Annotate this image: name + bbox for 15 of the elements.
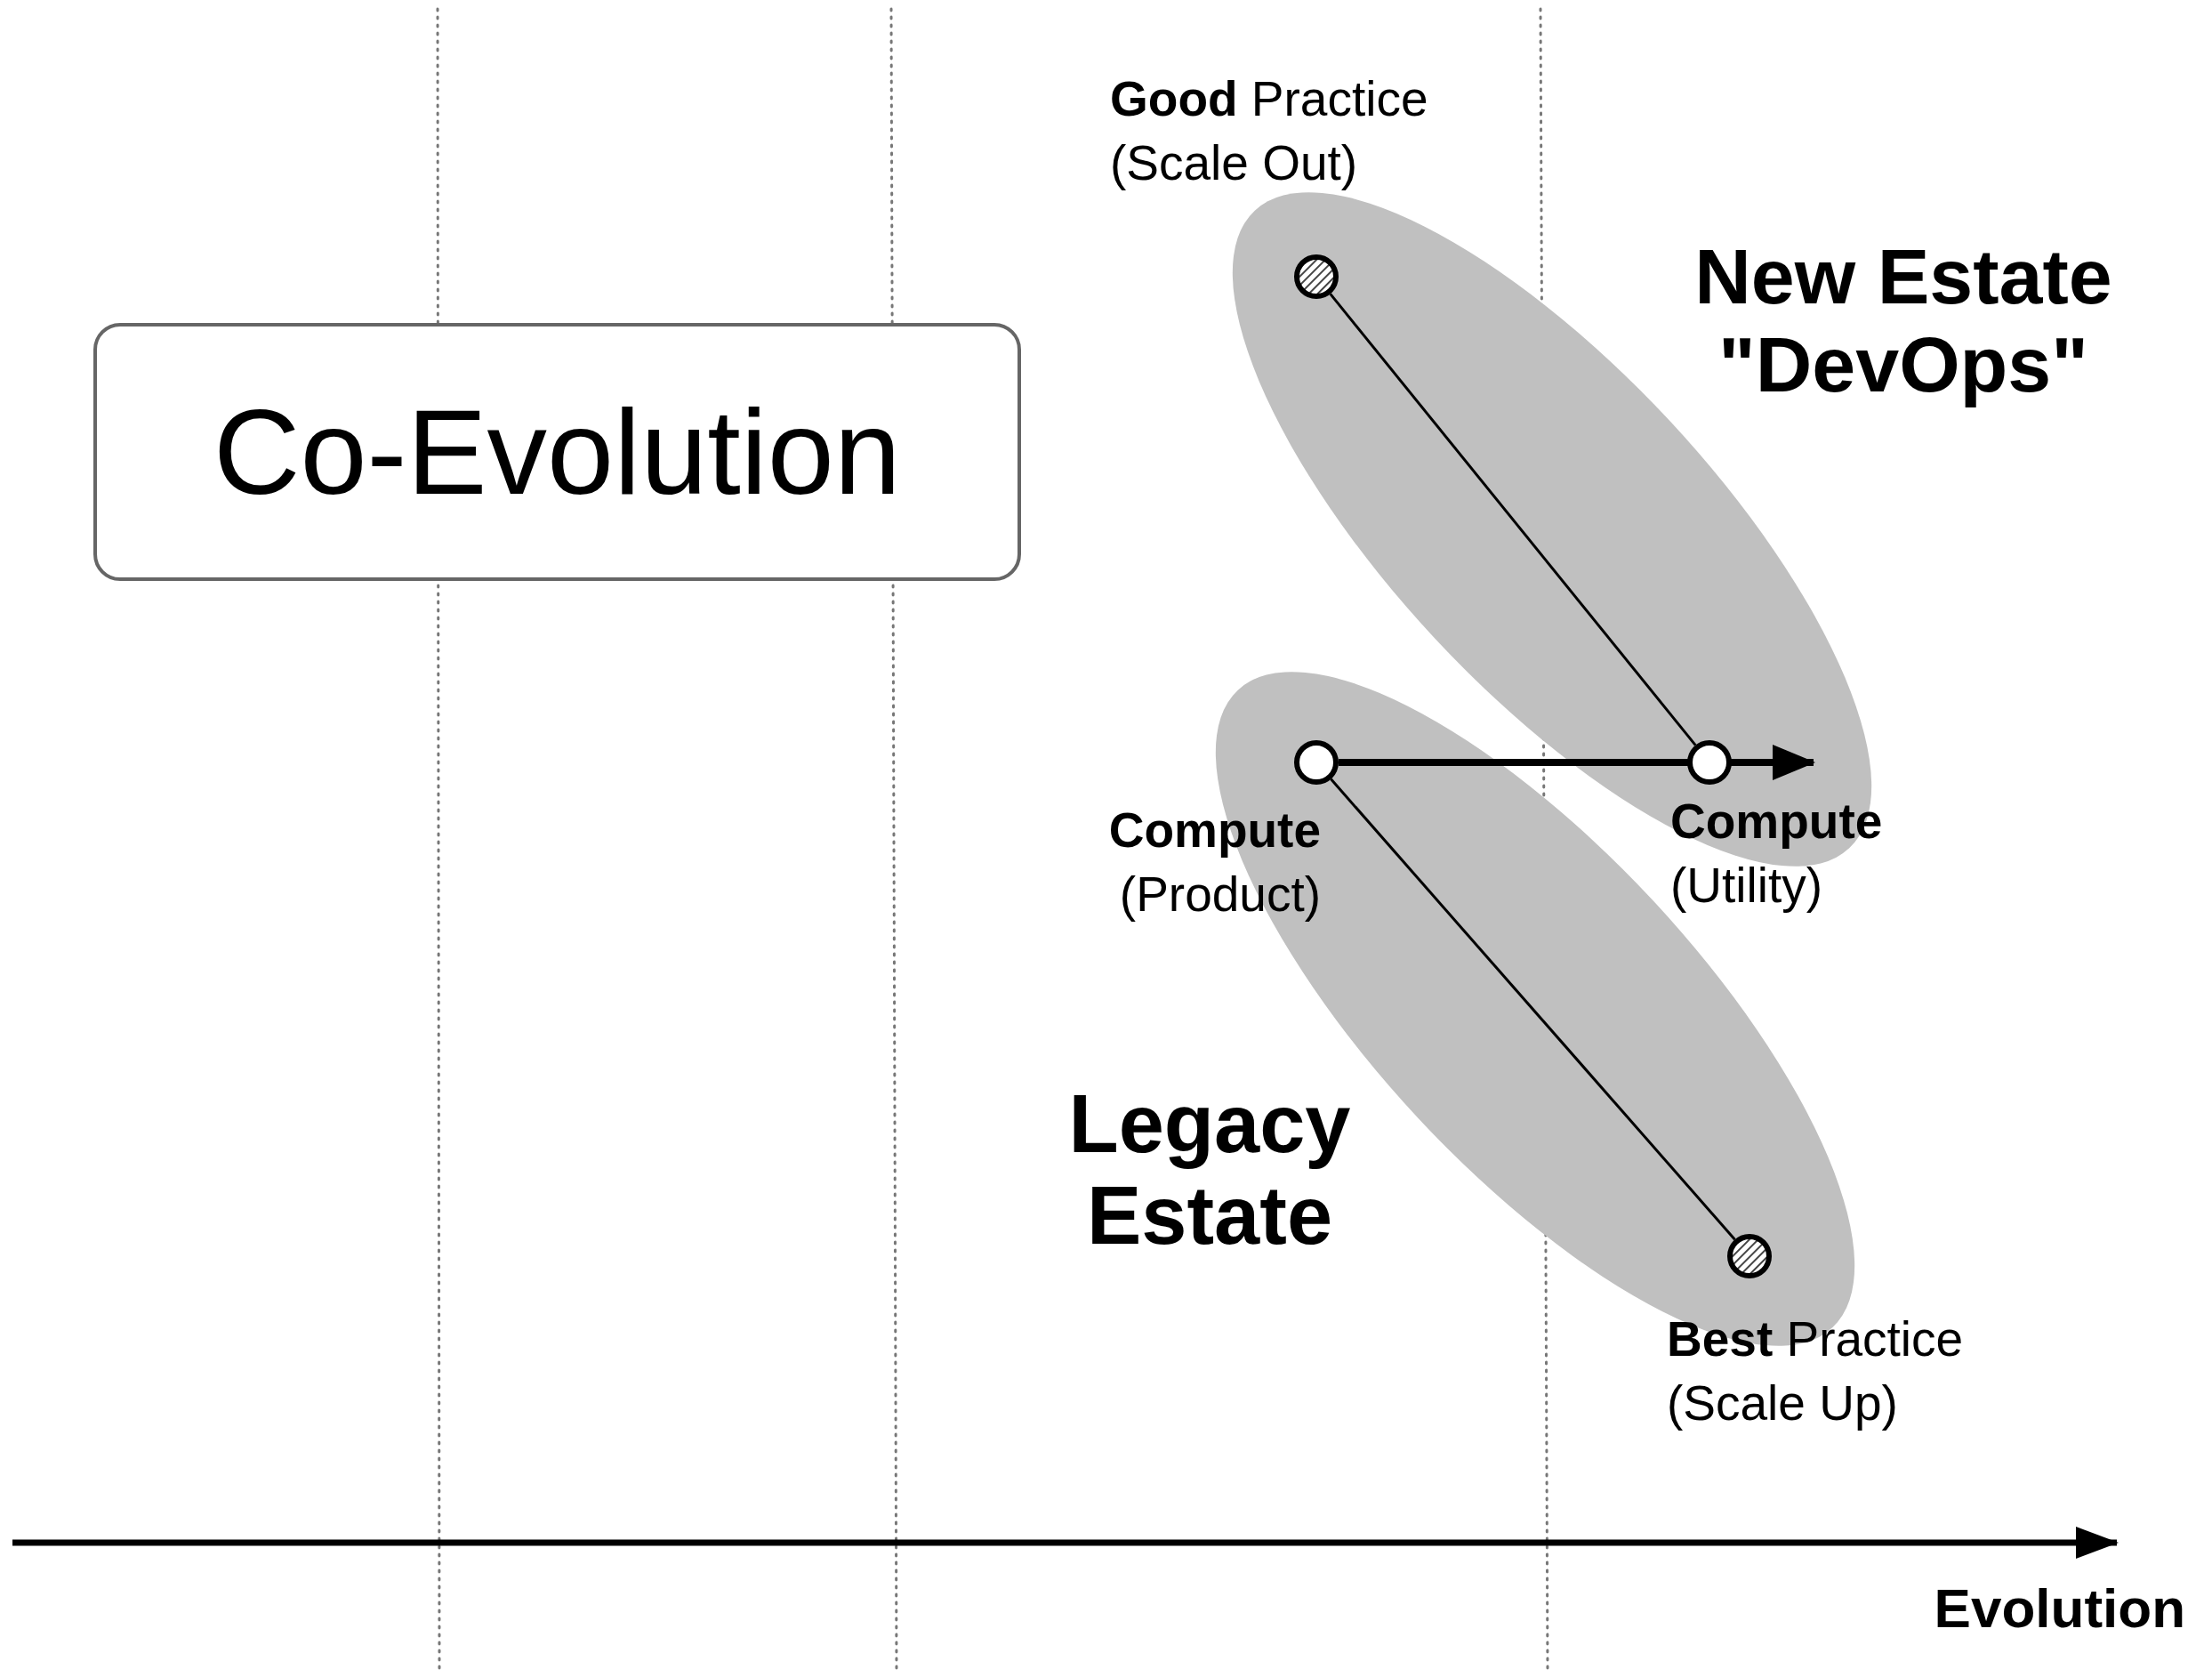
- point-label: Good Practice (Scale Out): [1110, 70, 1429, 192]
- point-label: Best Practice (Scale Up): [1667, 1310, 1965, 1432]
- point-label: Compute (Product): [1107, 802, 1321, 923]
- title-text: Co-Evolution: [213, 391, 901, 512]
- title-box: [93, 323, 1021, 581]
- region-heading: New Estate "DevOps": [1693, 233, 2113, 409]
- connector-line: [1330, 778, 1736, 1241]
- region-heading: Legacy Estate: [1067, 1078, 1352, 1262]
- circle-marker: [1687, 740, 1732, 785]
- connector-line: [1329, 293, 1697, 746]
- axis-label: Evolution: [1934, 1576, 2185, 1641]
- circle-marker: [1294, 254, 1339, 299]
- circle-marker: [1294, 740, 1339, 785]
- circle-marker: [1727, 1234, 1772, 1278]
- point-label: Compute (Utility): [1670, 793, 1884, 915]
